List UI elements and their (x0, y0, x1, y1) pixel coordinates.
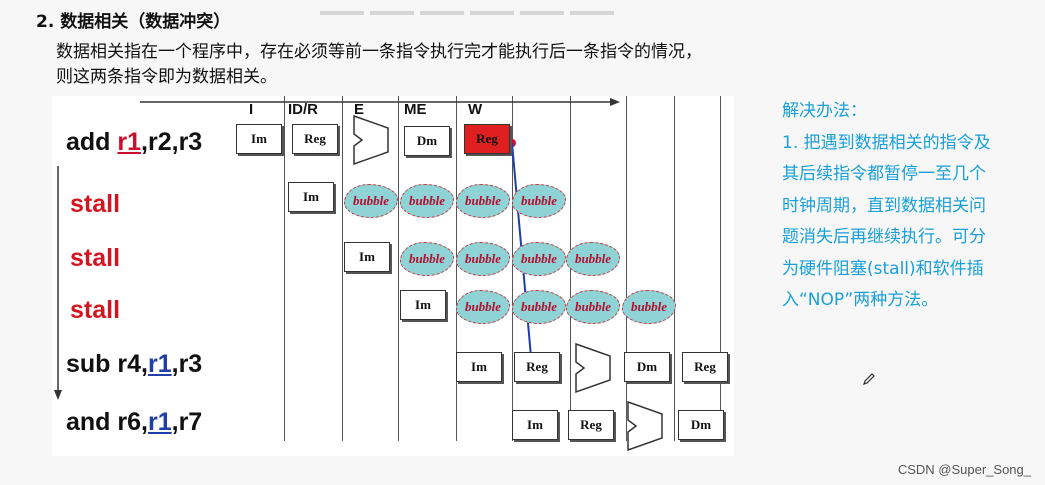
clock-line (720, 96, 721, 441)
bubble: bubble (400, 184, 454, 218)
pipeline-diagram: I ID/R E ME W add r1,r2,r3 stall stall s… (52, 96, 734, 456)
stage-label-if: I (249, 101, 254, 118)
alu-icon (575, 342, 611, 394)
instr-stall-3: stall (70, 296, 121, 324)
bubble: bubble (566, 290, 620, 324)
solution-title: 解决办法： (782, 101, 867, 121)
dm-box: Dm (678, 410, 724, 440)
bubble: bubble (456, 290, 510, 324)
stage-label-mem: ME (404, 101, 427, 118)
instr-stall-1: stall (70, 190, 121, 218)
alu-icon (353, 114, 389, 166)
bubble: bubble (400, 242, 454, 276)
clock-line (626, 96, 627, 441)
clock-line (456, 96, 457, 441)
reg-box: Reg (682, 352, 728, 382)
clock-line (284, 96, 285, 441)
bubble: bubble (456, 242, 510, 276)
reg-box: Reg (292, 124, 338, 154)
dm-box: Dm (624, 352, 670, 382)
im-box: Im (344, 242, 390, 272)
stage-label-ex: E (354, 101, 365, 118)
im-box: Im (288, 182, 334, 212)
im-box: Im (456, 352, 502, 382)
bubble: bubble (512, 290, 566, 324)
bubble: bubble (566, 242, 620, 276)
bubble: bubble (622, 290, 676, 324)
bubble: bubble (512, 242, 566, 276)
description: 数据相关指在一个程序中，存在必须等前一条指令执行完才能执行后一条指令的情况， 则… (56, 40, 876, 90)
description-line-1: 数据相关指在一个程序中，存在必须等前一条指令执行完才能执行后一条指令的情况， (56, 42, 702, 62)
solution-line-6: 入“NOP”两种方法。 (782, 290, 939, 310)
solution-line-1: 1. 把遇到数据相关的指令及 (782, 132, 991, 153)
im-box: Im (236, 124, 282, 154)
clock-line (512, 96, 513, 441)
clock-line (674, 96, 675, 441)
solution-line-4: 题消失后再继续执行。可分 (782, 227, 986, 247)
instr-stall-2: stall (70, 244, 121, 272)
reg-writeback-box: Reg (464, 124, 510, 154)
reg-box: Reg (514, 352, 560, 382)
description-line-2: 则这两条指令即为数据相关。 (56, 67, 277, 87)
solution-line-3: 时钟周期，直到数据相关问 (782, 195, 986, 216)
top-tabs-strip (320, 0, 660, 15)
instr-sub: sub r4,r1,r3 (66, 350, 203, 378)
bubble: bubble (456, 184, 510, 218)
stage-label-wb: W (468, 101, 483, 118)
im-box: Im (512, 410, 558, 440)
clock-line (398, 96, 399, 441)
solution-line-5: 为硬件阻塞(stall)和软件插 (782, 258, 984, 279)
solution-panel: 解决办法： 1. 把遇到数据相关的指令及 其后续指令都暂停一至几个 时钟周期，直… (782, 96, 1044, 317)
section-heading: 2. 数据相关（数据冲突） (36, 12, 231, 32)
im-box: Im (400, 290, 446, 320)
pen-cursor-icon (863, 373, 875, 385)
instr-add: add r1,r2,r3 (66, 128, 203, 156)
watermark-credit: CSDN @Super_Song_ (897, 462, 1031, 477)
reg-box: Reg (568, 410, 614, 440)
instr-and: and r6,r1,r7 (66, 408, 203, 436)
bubble: bubble (344, 184, 398, 218)
stage-label-id: ID/R (288, 101, 318, 118)
bubble: bubble (512, 184, 566, 218)
alu-icon (627, 400, 663, 452)
solution-line-2: 其后续指令都暂停一至几个 (782, 164, 986, 184)
dm-box: Dm (404, 126, 450, 156)
clock-line (342, 96, 343, 441)
